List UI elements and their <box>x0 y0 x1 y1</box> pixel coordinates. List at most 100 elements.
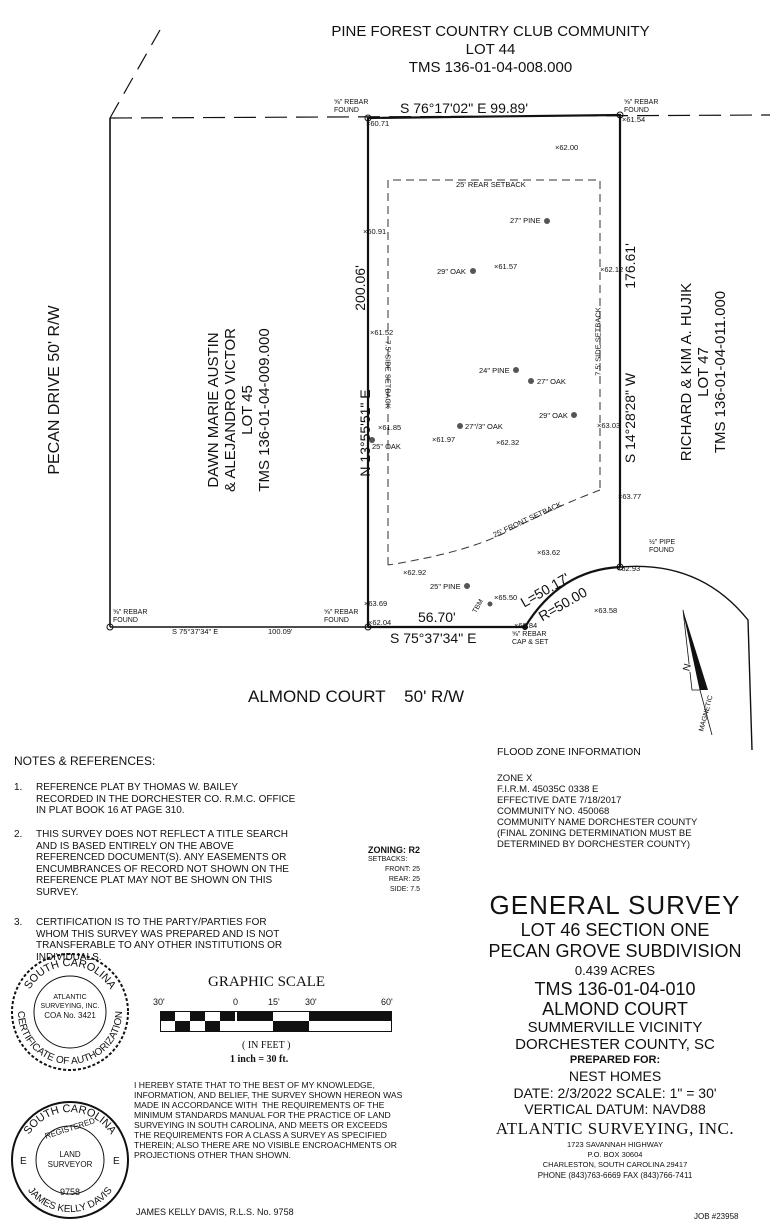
survey-acres: 0.439 ACRES <box>574 963 656 978</box>
flood-heading: FLOOD ZONE INFORMATION <box>497 746 641 758</box>
zoning-side: SIDE: 7.5 <box>390 886 420 893</box>
west-road-label: PECAN DRIVE 50' R/W <box>46 305 63 475</box>
cul-de-sac-arc <box>524 565 621 628</box>
survey-county: DORCHESTER COUNTY, SC <box>515 1036 715 1053</box>
rebar-nw-label: ⅝" REBAR FOUND <box>334 99 369 114</box>
elevation-label: ×62.32 <box>496 438 520 447</box>
rebar-sw-label: ⅝" REBAR FOUND <box>324 609 359 624</box>
corner-marker-ne <box>616 111 624 119</box>
tree-label: 25" PINE <box>430 582 461 591</box>
nw-dashed-line <box>109 29 161 119</box>
west-neighbor-block: DAWN MARIE AUSTIN & ALEJANDRO VICTOR LOT… <box>205 260 275 560</box>
company-address1: 1723 SAVANNAH HIGHWAY <box>567 1140 663 1149</box>
flood-block: ZONE X F.I.R.M. 45035C 0338 E EFFECTIVE … <box>497 773 697 850</box>
north-arrow-icon <box>682 609 713 736</box>
north-lot: LOT 44 <box>465 41 516 58</box>
tree-dot <box>470 268 476 274</box>
west-tms: TMS 136-01-04-009.000 <box>256 328 273 492</box>
corner-marker-nw <box>364 114 372 122</box>
survey-tms: TMS 136-01-04-010 <box>534 979 696 999</box>
zoning-rear: REAR: 25 <box>388 876 420 883</box>
north-neighbor-block: PINE FOREST COUNTRY CLUB COMMUNITY LOT 4… <box>318 23 663 77</box>
surveyor-seal-icon: SOUTH CAROLINA JAMES KELLY DAVIS E E <box>11 1101 129 1219</box>
company-phone: PHONE (843)763-6669 FAX (843)766-7411 <box>537 1171 693 1180</box>
scale-tick-label: 15' <box>268 997 280 1007</box>
north-tms: TMS 136-01-04-008.000 <box>408 59 573 76</box>
graphic-scale-title: GRAPHIC SCALE <box>208 974 326 990</box>
corner-marker-sw <box>364 623 372 631</box>
tree-label: 25" OAK <box>372 442 401 451</box>
note-3: CERTIFICATION IS TO THE PARTY/PARTIES FO… <box>36 917 283 963</box>
elevation-label: ×62.93 <box>617 564 641 573</box>
zoning-setbacks-label: SETBACKS: <box>368 856 408 863</box>
pipe-found-label: ½" PIPE FOUND <box>649 539 676 554</box>
west-owner1: DAWN MARIE AUSTIN <box>205 332 222 488</box>
survey-title: GENERAL SURVEY <box>489 890 741 920</box>
elevation-label: ×63.62 <box>537 548 561 557</box>
front-setback-curve <box>387 489 601 566</box>
zoning-block: ZONING: R2 SETBACKS: FRONT: 25 REAR: 25 … <box>368 845 420 895</box>
tree-dot <box>528 378 534 384</box>
certification-statement: I HEREBY STATE THAT TO THE BEST OF MY KN… <box>134 1080 403 1160</box>
seal1-line1: ATLANTIC <box>53 994 87 1001</box>
tree-label: 24" PINE <box>479 366 510 375</box>
survey-subdivision: PECAN GROVE SUBDIVISION <box>488 941 742 961</box>
elevation-label: ×60.71 <box>366 119 390 128</box>
elevation-label: ×65.50 <box>494 593 518 602</box>
seal2-line1: LAND <box>59 1150 81 1159</box>
tree-dot <box>457 423 463 429</box>
tree-dot <box>513 367 519 373</box>
company-address3: CHARLESTON, SOUTH CAROLINA 29417 <box>542 1160 688 1169</box>
rebar-ne-label: ⅝" REBAR FOUND <box>624 99 659 114</box>
tree-dot <box>369 437 375 443</box>
title-block: GENERAL SURVEY LOT 46 SECTION ONE PECAN … <box>470 890 760 1181</box>
elevation-label: ×63.58 <box>594 606 618 615</box>
rebar-set-label: ⅝" REBAR CAP & SET <box>512 631 549 646</box>
tree-label: 27"/3" OAK <box>465 422 503 431</box>
survey-vicinity: SUMMERVILLE VICINITY <box>527 1019 703 1036</box>
seal2-center: LAND SURVEYOR <box>30 1150 110 1170</box>
flood-effective: EFFECTIVE DATE 7/18/2017 <box>497 795 622 806</box>
elevation-label: ×61.54 <box>622 115 646 124</box>
elevation-label: ×62.04 <box>368 618 392 627</box>
side-setback-right-label: 7.5' SIDE SETBACK <box>593 307 603 376</box>
job-number: JOB #23958 <box>694 1212 739 1221</box>
side-setback-left-label: 7.5' SIDE SETBACK <box>383 340 393 409</box>
company-address2: P.O. BOX 30604 <box>587 1150 643 1159</box>
south-distance: 56.70' <box>418 609 456 625</box>
south-distance-small: 100.09' <box>268 627 293 636</box>
seal2-e-right: E <box>113 1156 120 1167</box>
signature-line: JAMES KELLY DAVIS, R.L.S. No. 9758 <box>136 1207 294 1217</box>
west-lot: LOT 45 <box>239 385 256 435</box>
east-neighbor-block: RICHARD & KIM A. HUJIK LOT 47 TMS 136-01… <box>678 222 732 522</box>
scale-tick-label: 0 <box>233 997 239 1007</box>
east-lot: LOT 47 <box>695 347 712 397</box>
west-owner2: & ALEJANDRO VICTOR <box>222 328 239 492</box>
cul-de-sac-outer-arc <box>619 565 753 751</box>
tree-dot <box>571 412 577 418</box>
zoning-front: FRONT: 25 <box>384 866 420 873</box>
elevation-label: ×62.84 <box>514 621 538 630</box>
client-name: NEST HOMES <box>568 1068 662 1084</box>
seal2-e-left: E <box>20 1156 27 1167</box>
north-community: PINE FOREST COUNTRY CLUB COMMUNITY <box>331 23 650 40</box>
tree-dot <box>464 583 470 589</box>
elevation-label: ×61.52 <box>370 328 394 337</box>
graphic-scale-bar <box>160 1011 392 1032</box>
note-number: 3. <box>14 917 23 928</box>
east-bearing: S 14°28'28" W <box>622 372 638 464</box>
scale-tick-label: 30' <box>153 997 165 1007</box>
tree-label: 29" OAK <box>437 267 466 276</box>
subject-lot-boundary <box>366 113 622 627</box>
tree-label: 27" OAK <box>537 377 566 386</box>
date-scale: DATE: 2/3/2022 SCALE: 1" = 30' <box>513 1085 717 1101</box>
tree-label: 29" OAK <box>539 411 568 420</box>
flood-community-name: COMMUNITY NAME DORCHESTER COUNTY <box>497 817 698 828</box>
corner-marker-far-sw <box>106 623 114 631</box>
flood-zone: ZONE X <box>497 773 533 784</box>
corner-marker-e <box>616 563 624 571</box>
elevation-label: ×62.92 <box>403 568 427 577</box>
coa-seal-icon: SOUTH CAROLINA CERTIFICATE OF AUTHORIZAT… <box>11 953 129 1071</box>
seal1-line3: COA No. 3421 <box>44 1011 96 1020</box>
elevation-label: ×61.97 <box>432 435 456 444</box>
